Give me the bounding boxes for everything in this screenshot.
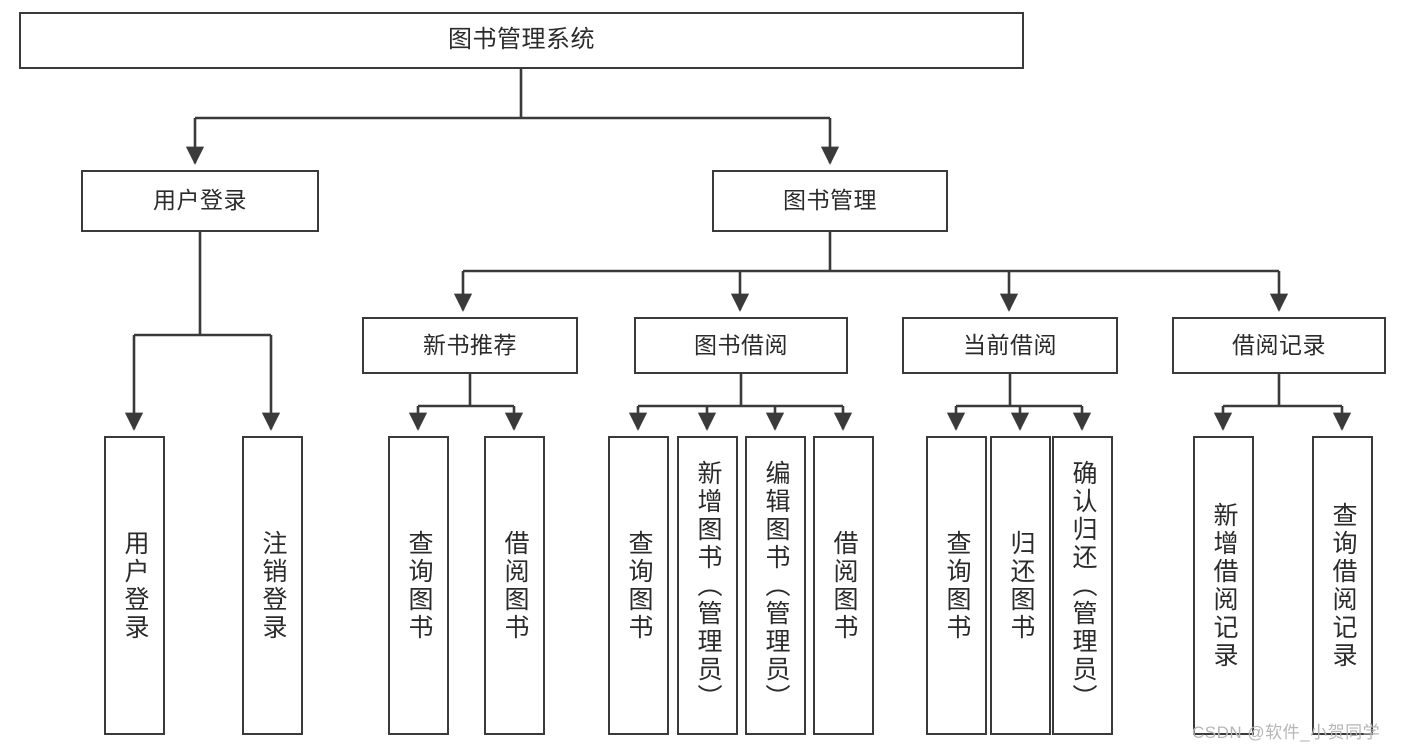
node-current-borrow[interactable]: 当前借阅 [902,317,1118,374]
node-user-login[interactable]: 用户登录 [81,170,319,232]
node-new-book-recommend[interactable]: 新书推荐 [362,317,578,374]
node-leaf-return-book-label: 归还图书 [1007,529,1035,642]
node-root[interactable]: 图书管理系统 [19,12,1024,69]
node-leaf-confirm-return[interactable]: 确认归还（管理员） [1052,436,1113,735]
node-borrow-record-label: 借阅记录 [1232,331,1326,358]
node-leaf-borrow-book-2[interactable]: 借阅图书 [813,436,874,735]
node-leaf-borrow-book-1[interactable]: 借阅图书 [484,436,545,735]
node-leaf-confirm-return-label: 确认归还（管理员） [1069,459,1097,712]
node-leaf-add-book-label: 新增图书（管理员） [694,459,722,712]
node-book-borrow-label: 图书借阅 [694,331,788,358]
node-book-borrow[interactable]: 图书借阅 [634,317,848,374]
node-leaf-query-book-3-label: 查询图书 [943,529,971,642]
node-leaf-query-book-1-label: 查询图书 [405,529,433,642]
node-leaf-logout-login-label: 注销登录 [259,529,287,642]
node-leaf-borrow-book-2-label: 借阅图书 [830,529,858,642]
node-leaf-logout-login[interactable]: 注销登录 [242,436,303,735]
node-leaf-query-book-3[interactable]: 查询图书 [926,436,987,735]
node-book-management-label: 图书管理 [783,187,877,214]
node-user-login-label: 用户登录 [153,187,247,214]
node-leaf-user-login-label: 用户登录 [121,529,149,642]
node-leaf-edit-book[interactable]: 编辑图书（管理员） [745,436,806,735]
node-leaf-user-login[interactable]: 用户登录 [104,436,165,735]
node-current-borrow-label: 当前借阅 [963,331,1057,358]
node-borrow-record[interactable]: 借阅记录 [1172,317,1386,374]
node-leaf-return-book[interactable]: 归还图书 [990,436,1051,735]
node-leaf-query-book-2-label: 查询图书 [625,529,653,642]
node-book-management[interactable]: 图书管理 [712,170,948,232]
node-leaf-query-book-1[interactable]: 查询图书 [388,436,449,735]
node-leaf-add-borrow-record-label: 新增借阅记录 [1210,501,1238,670]
node-leaf-query-borrow-record-label: 查询借阅记录 [1329,501,1357,670]
node-leaf-borrow-book-1-label: 借阅图书 [501,529,529,642]
node-leaf-add-borrow-record[interactable]: 新增借阅记录 [1193,436,1254,735]
node-leaf-query-borrow-record[interactable]: 查询借阅记录 [1312,436,1373,735]
node-new-book-recommend-label: 新书推荐 [423,331,517,358]
node-leaf-query-book-2[interactable]: 查询图书 [608,436,669,735]
node-leaf-edit-book-label: 编辑图书（管理员） [762,459,790,712]
node-root-label: 图书管理系统 [448,26,595,54]
node-leaf-add-book[interactable]: 新增图书（管理员） [677,436,738,735]
